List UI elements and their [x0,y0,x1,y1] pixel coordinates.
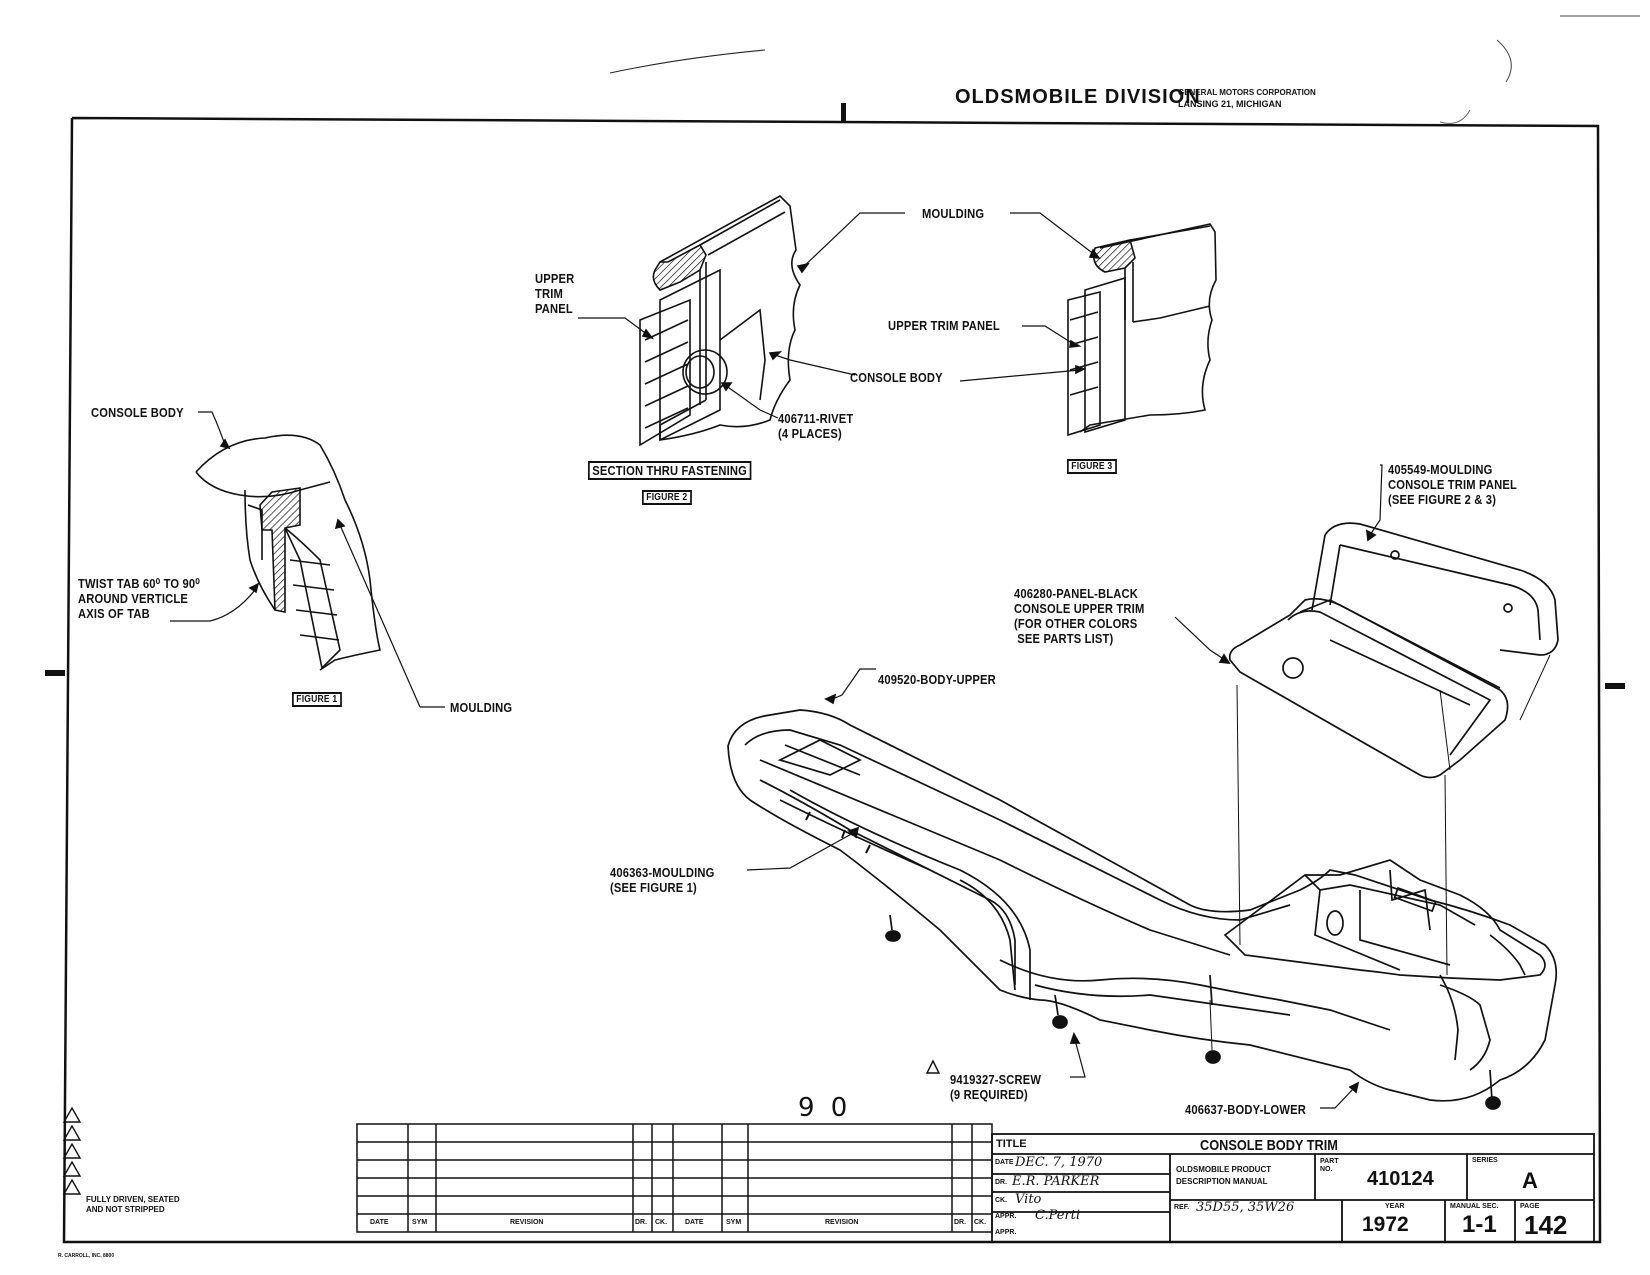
corporation-line-2: LANSING 21, MICHIGAN [1178,99,1282,109]
rev-col-sym-2: SYM [726,1219,742,1226]
callout-rivet: 406711-RIVET (4 PLACES) [778,411,854,441]
drawing-title: CONSOLE BODY TRIM [1200,1137,1338,1154]
callout-console-body-fig1: CONSOLE BODY [91,405,184,420]
drawing-date: DEC. 7, 1970 [1015,1155,1103,1170]
figure-3-drawing [959,212,1217,437]
division-title: OLDSMOBILE DIVISION [955,86,1201,108]
callout-moulding-fig1: MOULDING [450,700,513,715]
callout-twist-tab: TWIST TAB 60⁰ TO 90⁰ AROUND VERTICLE AXI… [78,576,200,621]
series-label: SERIES [1472,1157,1498,1164]
section-thru-caption: SECTION THRU FASTENING [588,461,752,480]
title-label: TITLE [996,1138,1027,1150]
callout-console-body-fig2: CONSOLE BODY [850,370,943,385]
callout-screw: 9419327-SCREW (9 REQUIRED) [950,1072,1042,1102]
checker-label: CK. [995,1197,1008,1204]
page-number: 142 [1524,1210,1568,1240]
page-mark: 9 0 [798,1093,852,1123]
callout-moulding-405549: 405549-MOULDING CONSOLE TRIM PANEL (SEE … [1388,462,1517,507]
revision-delta-stack-icon [62,1106,82,1195]
ref-models: 35D55, 35W26 [1196,1200,1295,1215]
sheet-border [45,116,1625,1244]
revision-table-grid [356,1123,993,1233]
drafter-name: E.R. PARKER [1012,1174,1100,1189]
callout-body-lower: 406637-BODY-LOWER [1185,1102,1306,1117]
screw-icons [885,914,1501,1110]
rev-col-ck-2: CK. [974,1219,987,1226]
series-code: A [1522,1168,1538,1193]
rev-col-dr-2: DR. [954,1219,967,1226]
callout-body-upper: 409520-BODY-UPPER [878,672,996,687]
date-label: DATE [995,1159,1014,1166]
figure-2-caption: FIGURE 2 [642,490,692,505]
rev-col-date-1: DATE [370,1219,389,1226]
page-label: PAGE [1520,1203,1540,1210]
fully-driven-note: FULLY DRIVEN, SEATED AND NOT STRIPPED [86,1195,180,1214]
figure-1-drawing [170,411,445,708]
callout-upper-trim-panel-fig3: UPPER TRIM PANEL [888,318,1000,333]
figure-2-drawing [578,195,905,447]
manual-sec-label: MANUAL SEC. [1450,1203,1499,1210]
ref-label: REF. [1174,1204,1190,1211]
callout-panel-406280: 406280-PANEL-BLACK CONSOLE UPPER TRIM (F… [1014,586,1145,646]
callout-upper-trim-panel-fig2: UPPER TRIM PANEL [535,271,575,316]
rev-col-revision-2: REVISION [825,1219,859,1226]
rev-col-ck-1: CK. [655,1219,668,1226]
title-block-grid [991,1133,1595,1243]
manual-sec-value: 1-1 [1462,1211,1497,1238]
part-no-label: PART NO. [1320,1158,1339,1173]
delta-symbol-icon [925,1059,941,1074]
approver-name: C.Perti [1035,1208,1081,1223]
year-value: 1972 [1362,1213,1409,1236]
callout-moulding-top: MOULDING [922,206,985,221]
corporation-line-1: GENERAL MOTORS CORPORATION [1178,88,1316,97]
year-label: YEAR [1385,1203,1405,1210]
approver-label: APPR. [995,1213,1017,1220]
manual-name: OLDSMOBILE PRODUCT DESCRIPTION MANUAL [1176,1165,1272,1186]
part-number: 410124 [1367,1168,1434,1190]
figure-1-caption: FIGURE 1 [292,692,342,707]
approver-2-label: APPR. [995,1229,1017,1236]
callout-moulding-406363: 406363-MOULDING (SEE FIGURE 1) [610,865,715,895]
rev-col-dr-1: DR. [635,1219,648,1226]
checker-name: Vito [1015,1192,1042,1207]
printer-credit: R. CARROLL, INC. 8800 [58,1253,115,1259]
rev-col-date-2: DATE [685,1219,704,1226]
rev-col-revision-1: REVISION [510,1219,544,1226]
console-assembly-drawing [727,464,1559,1110]
figure-3-caption: FIGURE 3 [1067,459,1117,474]
rev-col-sym-1: SYM [412,1219,428,1226]
drafter-label: DR. [995,1179,1008,1186]
